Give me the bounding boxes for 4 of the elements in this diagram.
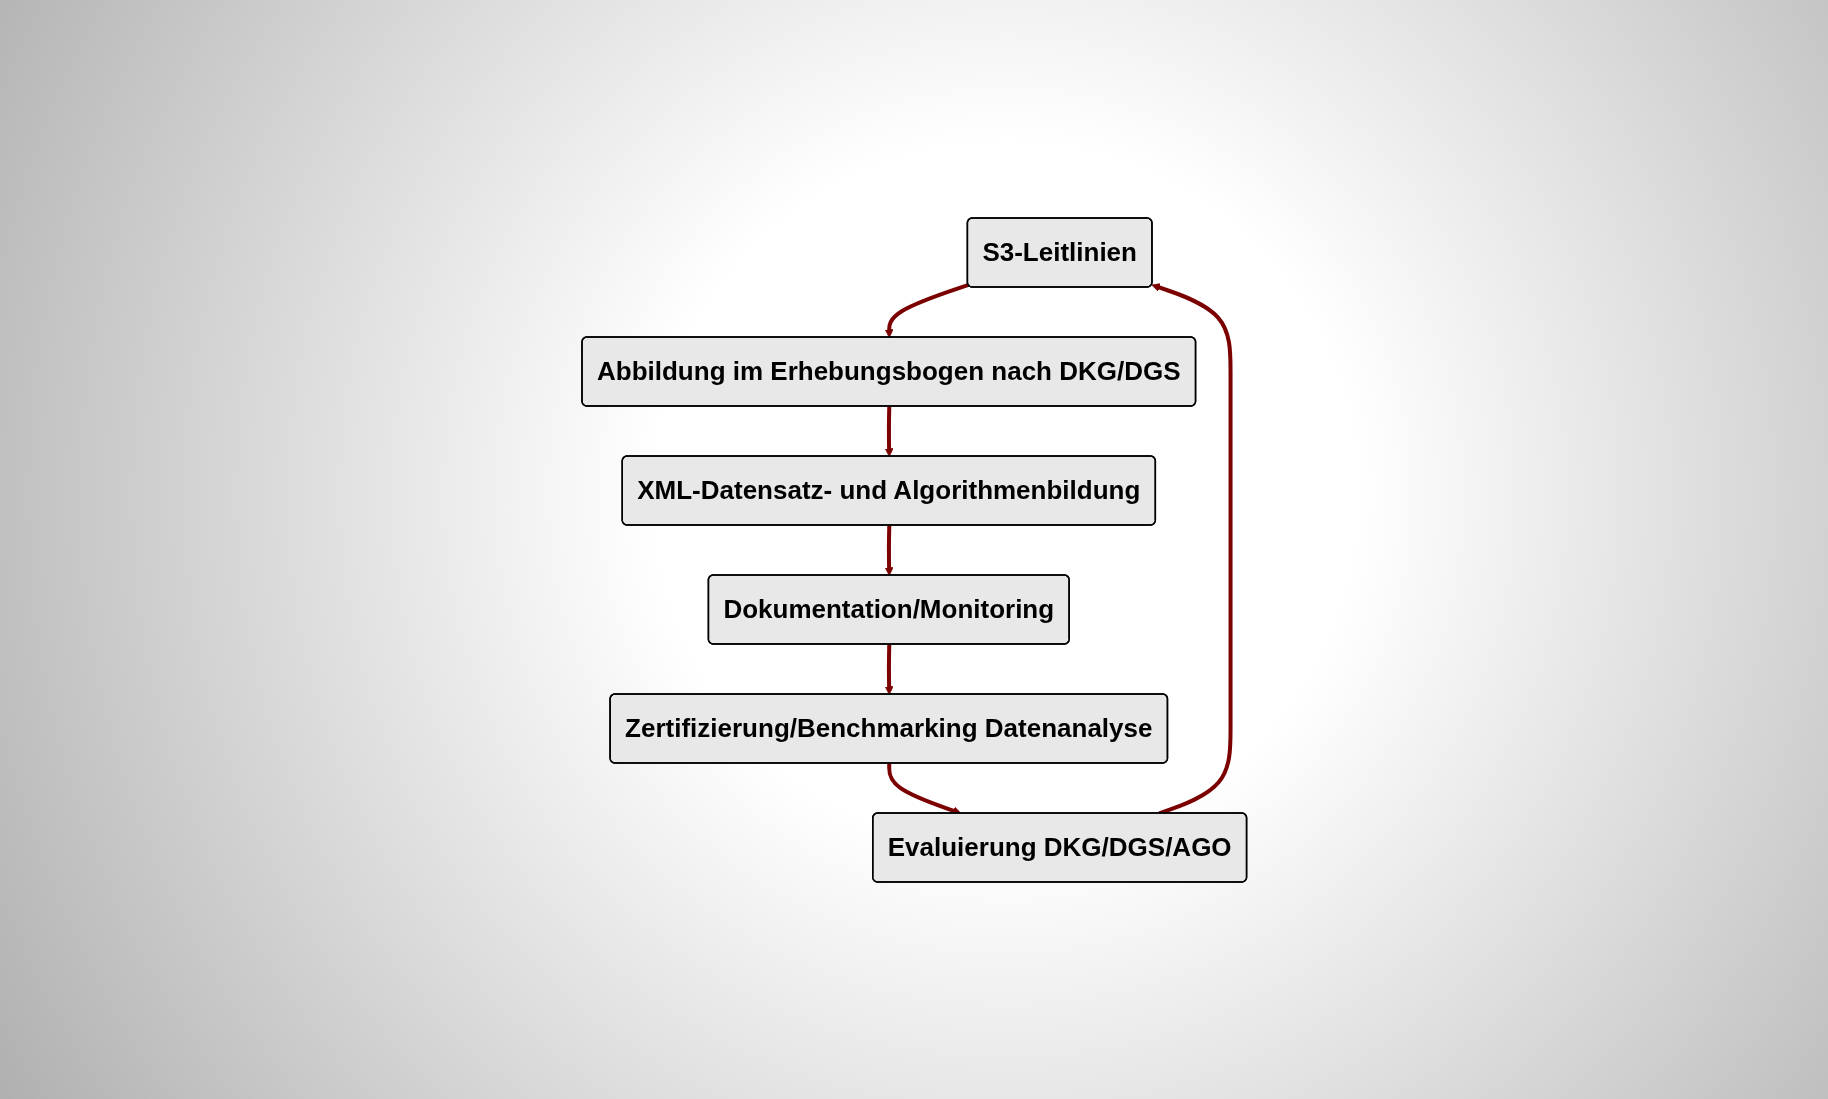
arrow xyxy=(884,524,894,576)
arrow xyxy=(884,405,894,457)
arrow xyxy=(884,643,894,695)
arrow xyxy=(884,282,969,338)
